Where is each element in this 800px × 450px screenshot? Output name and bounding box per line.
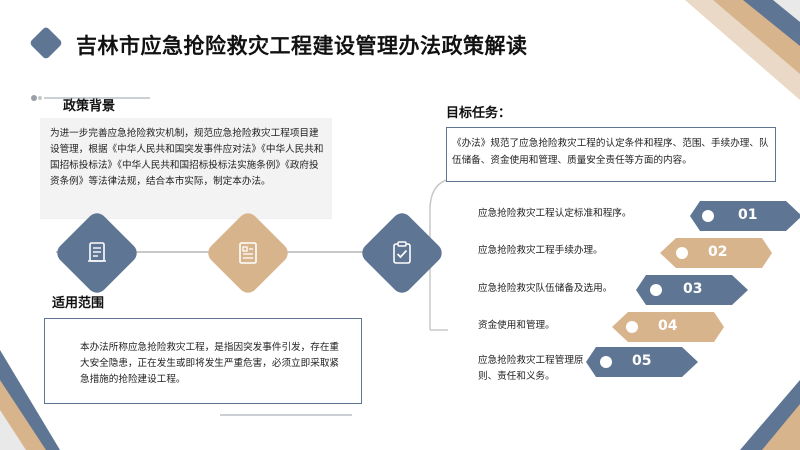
bottom-left-decoration xyxy=(0,350,60,450)
target-box xyxy=(446,127,776,182)
task-2-label: 应急抢险救灾工程手续办理。 xyxy=(478,245,603,256)
task-3-number: 03 xyxy=(683,281,703,297)
task-4-number: 04 xyxy=(658,318,678,334)
task-4-dot xyxy=(626,321,638,333)
task-5-dot xyxy=(600,356,612,368)
top-right-decoration xyxy=(685,0,800,100)
task-5-label: 应急抢险救灾工程管理原则、责任和义务。 xyxy=(478,355,584,382)
task-4-arrow xyxy=(612,312,724,342)
target-text: 《办法》规范了应急抢险救灾工程的认定条件和程序、范围、手续办理、队伍储备、资金使… xyxy=(452,138,769,166)
scope-heading: 适用范围 xyxy=(52,296,105,311)
form-icon xyxy=(239,242,257,264)
task-2-number: 02 xyxy=(708,244,728,260)
clipboard-check-icon xyxy=(393,241,411,264)
task-3-label: 应急抢险救灾队伍储备及选用。 xyxy=(478,283,613,294)
task-3-arrow xyxy=(636,275,748,305)
target-heading: 目标任务： xyxy=(446,106,512,121)
task-1-number: 01 xyxy=(738,207,758,223)
task-2-dot xyxy=(676,247,688,259)
task-2-arrow xyxy=(660,238,772,268)
task-5-number: 05 xyxy=(632,353,652,369)
background-text: 为进一步完善应急抢险救灾机制，规范应急抢险救灾工程项目建设管理，根据《中华人民共… xyxy=(50,128,324,187)
task-1-label: 应急抢险救灾工程认定标准和程序。 xyxy=(478,208,632,219)
background-heading: 政策背景 xyxy=(63,99,116,114)
task-1-dot xyxy=(702,210,714,222)
task-1-arrow xyxy=(690,201,800,231)
task-3-dot xyxy=(650,284,662,296)
task-5-arrow xyxy=(586,347,698,377)
bottom-right-decoration xyxy=(740,380,800,450)
scope-box xyxy=(44,318,362,404)
background-box xyxy=(40,118,332,218)
task-4-label: 资金使用和管理。 xyxy=(478,320,555,331)
scope-text: 本办法所称应急抢险救灾工程，是指因突发事件引发，存在重大安全隐患，正在发生或即将… xyxy=(80,342,340,385)
page-title: 吉林市应急抢险救灾工程建设管理办法政策解读 xyxy=(76,34,528,58)
document-icon xyxy=(88,242,106,262)
